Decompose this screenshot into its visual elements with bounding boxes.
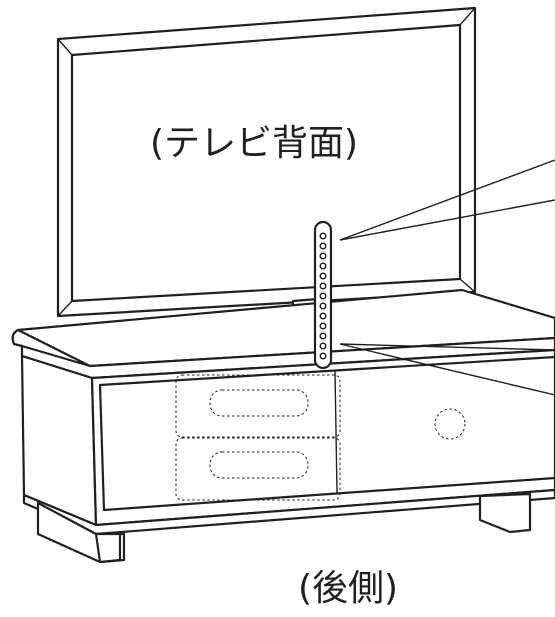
tv-cabinet: [11, 288, 555, 564]
anchor-belt: [313, 220, 333, 370]
rear-side-label: (後側): [298, 568, 398, 609]
tv-back-label: (テレビ背面): [150, 123, 358, 164]
callout-lines: [339, 159, 555, 396]
hidden-shelf-items: [175, 374, 466, 501]
